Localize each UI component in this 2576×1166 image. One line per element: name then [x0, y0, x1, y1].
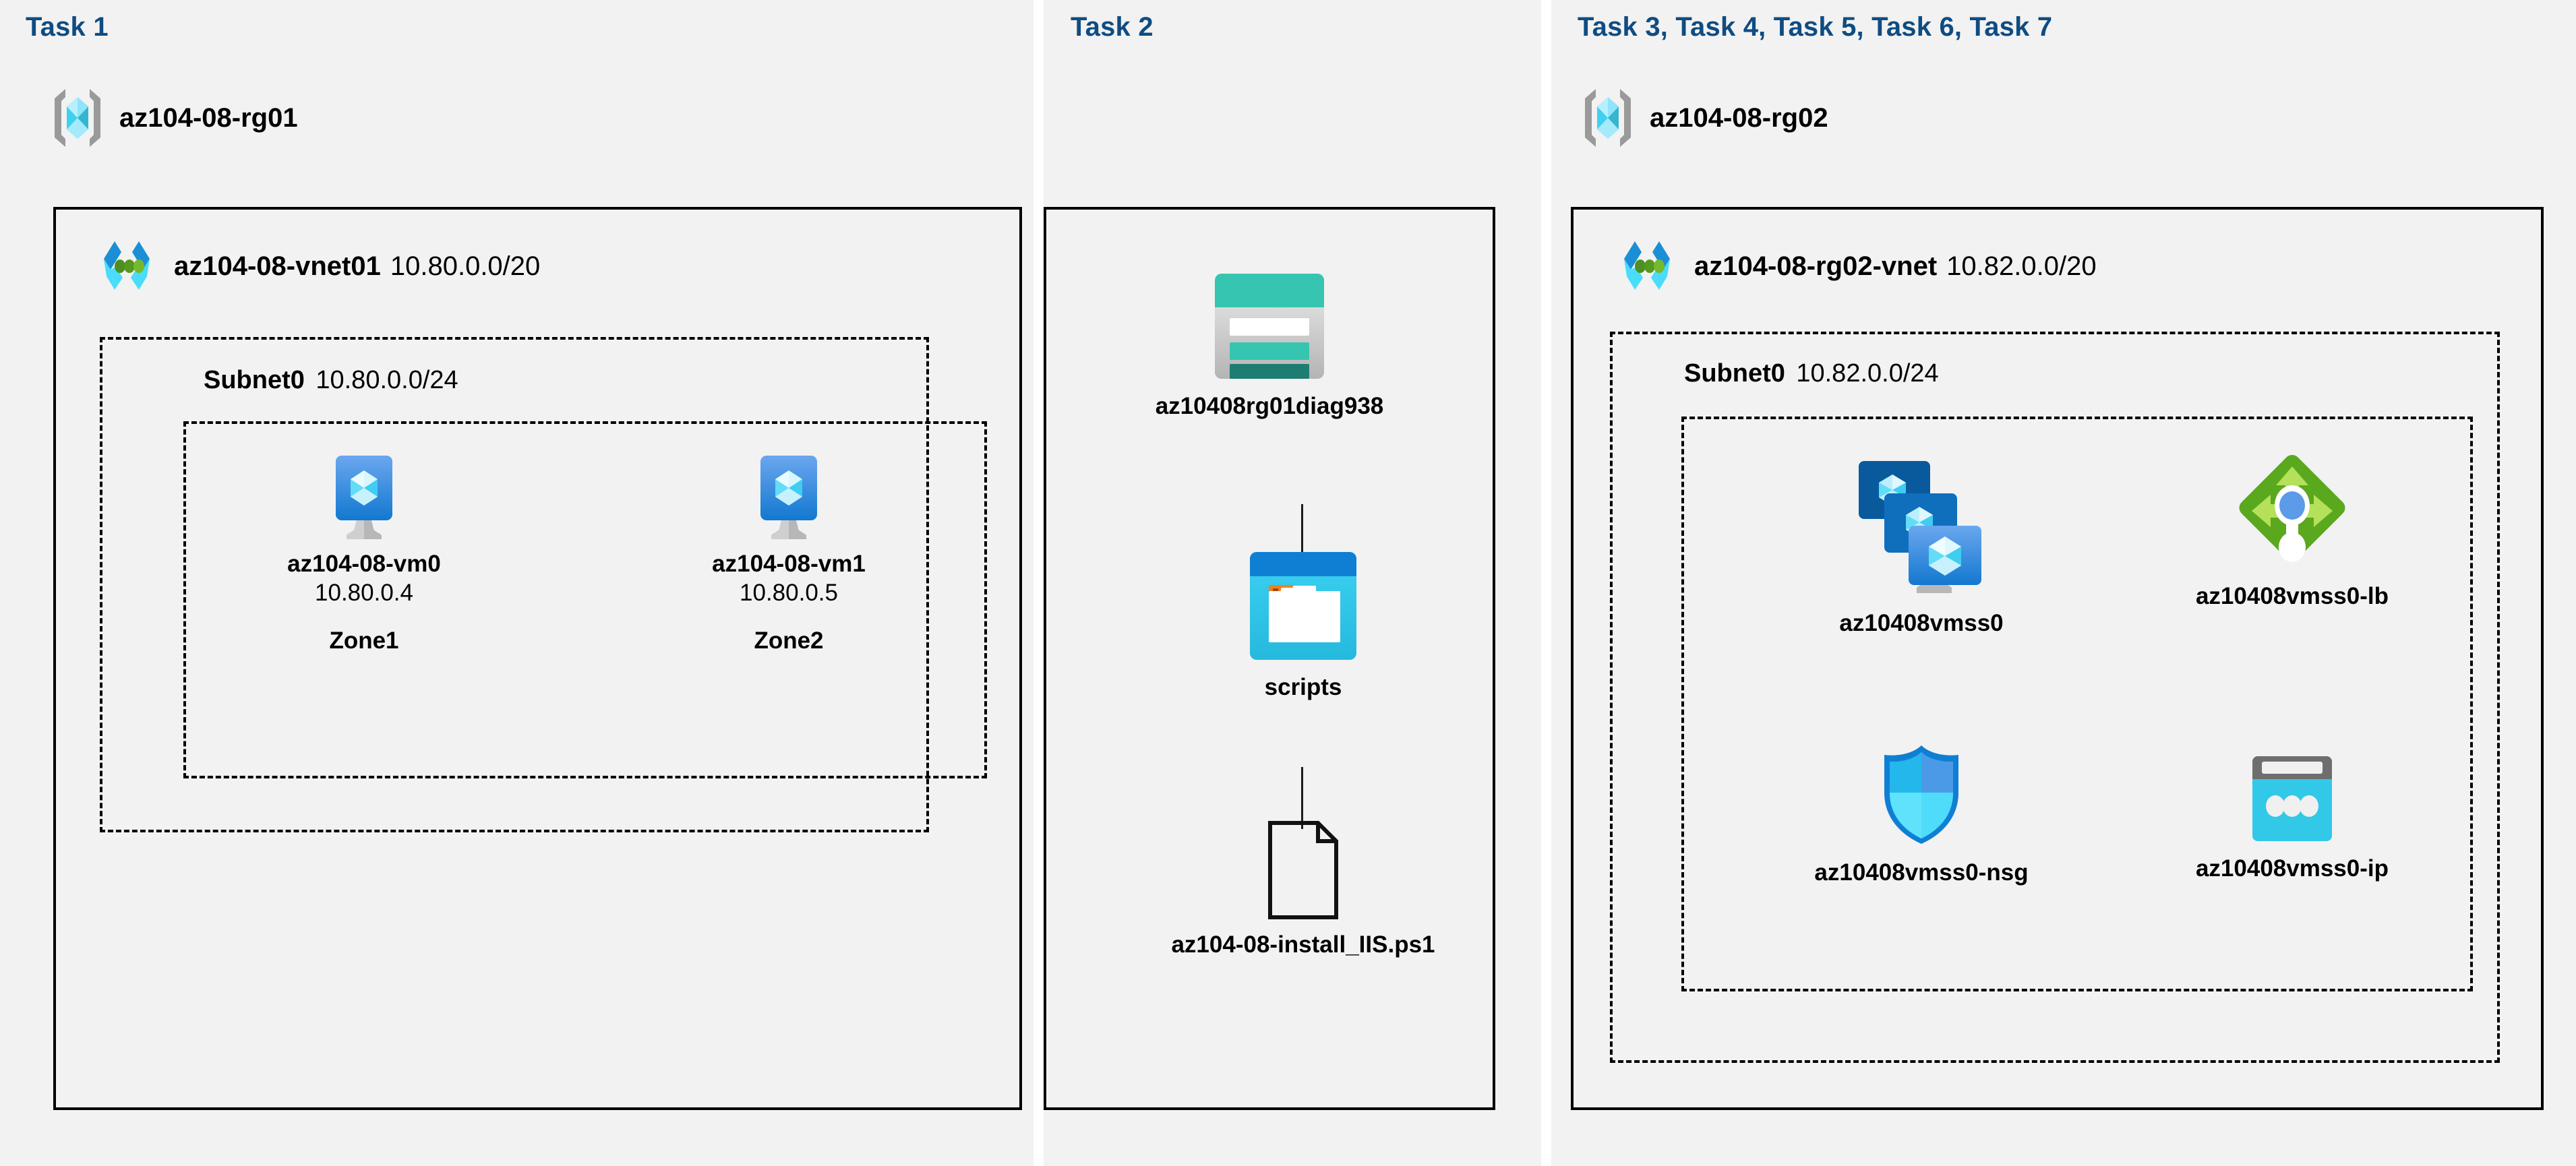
virtual-network-icon — [1615, 237, 1679, 295]
node-ip-az104-08-vm1: 10.80.0.5 — [740, 579, 838, 606]
connector-scripts-to-script-file — [1301, 767, 1303, 829]
subnet-cidr-task3to7: 10.82.0.0/24 — [1796, 359, 1939, 388]
subnet-header-task3to7-subnet0: Subnet0 10.82.0.0/24 — [1684, 359, 1939, 388]
availability-zones-boundary-task1 — [183, 421, 987, 778]
public-ip-address-icon — [2242, 755, 2343, 845]
vnet-cidr-az104-08-vnet01: 10.80.0.0/20 — [390, 251, 541, 281]
panel-task3to7-background — [1551, 0, 2576, 1166]
resource-group-icon — [51, 86, 104, 150]
resources-boundary-task3to7 — [1681, 417, 2473, 991]
task2-boundary-box — [1044, 207, 1495, 1110]
node-az10408vmss0-nsg[interactable]: az10408vmss0-nsg — [1760, 741, 2083, 888]
node-az10408vmss0[interactable]: az10408vmss0 — [1787, 445, 2056, 638]
node-label-az10408rg01diag938: az10408rg01diag938 — [1155, 393, 1384, 419]
node-az10408vmss0-ip[interactable]: az10408vmss0-ip — [2151, 749, 2434, 884]
node-scripts-container[interactable]: scripts — [1182, 548, 1425, 702]
node-label-az10408vmss0-lb: az10408vmss0-lb — [2195, 583, 2389, 609]
task-label-task3to7: Task 3, Task 4, Task 5, Task 6, Task 7 — [1578, 12, 2053, 42]
node-az104-08-install-iis-ps1[interactable]: az104-08-install_IIS.ps1 — [1121, 819, 1485, 960]
subnet-cidr-task1: 10.80.0.0/24 — [316, 366, 458, 394]
node-az104-08-vm1[interactable]: az104-08-vm1 10.80.0.5 Zone2 — [701, 453, 876, 654]
vnet-name-az104-08-rg02-vnet: az104-08-rg02-vnet — [1694, 251, 1938, 281]
node-label-az10408vmss0: az10408vmss0 — [1839, 610, 2004, 636]
task-label-task1: Task 1 — [26, 12, 109, 42]
node-label-az104-08-vm1: az104-08-vm1 — [712, 551, 866, 577]
file-document-icon — [1261, 819, 1345, 921]
connector-storage-to-scripts — [1301, 504, 1303, 565]
node-az10408vmss0-lb[interactable]: az10408vmss0-lb — [2144, 445, 2440, 611]
network-security-group-icon — [1875, 741, 1968, 849]
task-label-task2: Task 2 — [1071, 12, 1154, 42]
node-label-scripts-container: scripts — [1264, 674, 1342, 700]
virtual-machine-icon — [750, 453, 828, 541]
node-label-az104-08-vm0: az104-08-vm0 — [287, 551, 441, 577]
node-label-az104-08-install-iis-ps1: az104-08-install_IIS.ps1 — [1171, 931, 1435, 958]
node-az104-08-vm0[interactable]: az104-08-vm0 10.80.0.4 Zone1 — [276, 453, 452, 654]
node-ip-az104-08-vm0: 10.80.0.4 — [315, 579, 413, 606]
blob-container-icon — [1242, 548, 1365, 664]
virtual-network-icon — [94, 237, 159, 295]
load-balancer-icon — [2229, 449, 2356, 573]
subnet-boundary-task1-subnet0 — [100, 337, 929, 832]
subnet-header-task1-subnet0: Subnet0 10.80.0.0/24 — [204, 366, 458, 395]
vnet-cidr-az104-08-rg02-vnet: 10.82.0.0/20 — [1946, 251, 2097, 281]
node-zone-az104-08-vm1: Zone2 — [754, 627, 824, 654]
resource-group-header-rg02: az104-08-rg02 — [1581, 86, 1828, 150]
resource-group-name-rg01: az104-08-rg01 — [119, 102, 298, 133]
vnet-header-az104-08-vnet01: az104-08-vnet01 10.80.0.0/20 — [94, 237, 540, 295]
subnet-name-task1: Subnet0 — [204, 366, 305, 394]
vnet-boundary-az104-08-vnet01 — [53, 207, 1022, 1110]
vnet-name-az104-08-vnet01: az104-08-vnet01 — [174, 251, 381, 281]
vnet-boundary-az104-08-rg02-vnet — [1571, 207, 2544, 1110]
subnet-name-task3to7: Subnet0 — [1684, 359, 1785, 388]
vm-scale-set-icon — [1857, 445, 1985, 600]
resource-group-icon — [1581, 86, 1635, 150]
resource-group-header-rg01: az104-08-rg01 — [51, 86, 298, 150]
virtual-machine-icon — [325, 453, 403, 541]
subnet-boundary-task3to7-subnet0 — [1610, 332, 2500, 1063]
node-zone-az104-08-vm0: Zone1 — [329, 627, 399, 654]
resource-group-name-rg02: az104-08-rg02 — [1650, 102, 1828, 133]
vnet-header-az104-08-rg02-vnet: az104-08-rg02-vnet 10.82.0.0/20 — [1615, 237, 2097, 295]
panel-task1-background — [0, 0, 1034, 1166]
storage-account-icon — [1209, 270, 1329, 383]
node-label-az10408vmss0-ip: az10408vmss0-ip — [2195, 855, 2389, 882]
node-az10408rg01diag938[interactable]: az10408rg01diag938 — [1141, 270, 1398, 421]
node-label-az10408vmss0-nsg: az10408vmss0-nsg — [1814, 859, 2029, 886]
